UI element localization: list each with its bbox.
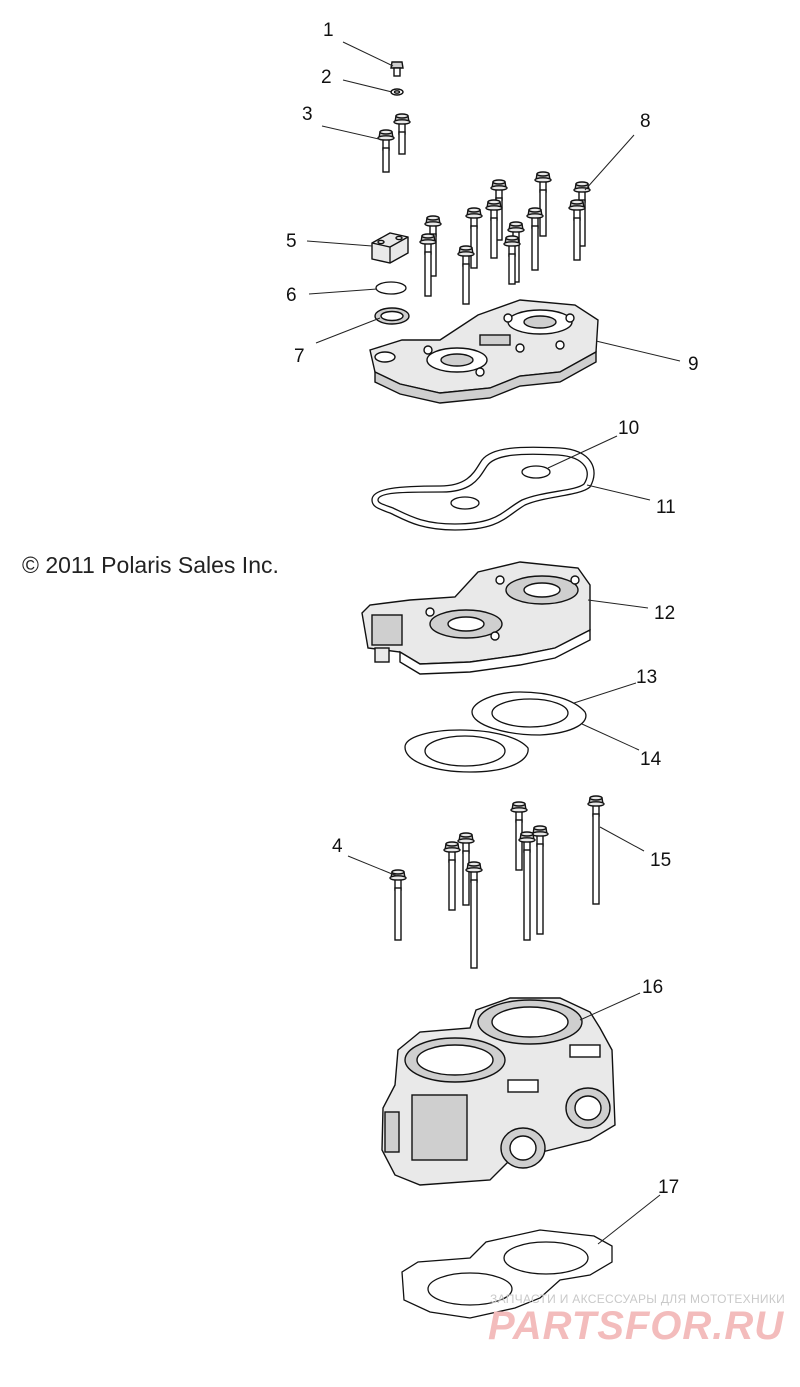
callout-7: 7 [294, 346, 305, 367]
part-2-washer [390, 88, 404, 96]
callout-14: 14 [640, 749, 662, 770]
callout-numbers: 1 2 3 4 5 6 7 8 9 10 11 12 13 14 15 16 1… [286, 20, 699, 1198]
callout-6: 6 [286, 285, 297, 306]
callout-16: 16 [642, 977, 663, 998]
part-4-bolt [389, 869, 407, 941]
part-3-bolts [377, 113, 411, 173]
watermark-caption: ЗАПЧАСТИ И АКСЕССУАРЫ ДЛЯ МОТОТЕХНИКИ [490, 1292, 786, 1306]
callout-11: 11 [656, 497, 676, 518]
watermark-logo: PARTSFOR.RU [488, 1304, 785, 1348]
part-13-gasket [471, 691, 587, 736]
callout-10: 10 [618, 418, 639, 439]
leader-lines [306, 41, 681, 1245]
part-7-seal-ring [374, 307, 410, 325]
part-10-o-rings [450, 465, 551, 510]
part-17-base-gasket [401, 1229, 613, 1319]
part-12-cylinder-head [361, 561, 591, 675]
callout-1: 1 [323, 20, 334, 41]
part-1-screw [390, 61, 404, 77]
callout-3: 3 [302, 104, 313, 125]
callout-15: 15 [650, 850, 671, 871]
callout-2: 2 [321, 67, 332, 88]
callout-13: 13 [636, 667, 657, 688]
part-11-head-gasket [371, 446, 595, 531]
callout-4: 4 [332, 836, 343, 857]
callout-8: 8 [640, 111, 651, 132]
part-6-o-ring [375, 281, 407, 295]
part-5-cover-plate [371, 232, 409, 264]
callout-5: 5 [286, 231, 297, 252]
part-14-gasket [404, 729, 529, 773]
callout-17: 17 [658, 1177, 679, 1198]
part-15-cylinder-bolts [443, 795, 605, 969]
part-16-cylinder-block [381, 997, 616, 1186]
callout-12: 12 [654, 603, 675, 624]
copyright-notice: © 2011 Polaris Sales Inc. [22, 552, 279, 578]
callout-9: 9 [688, 354, 699, 375]
part-8-head-bolts [419, 171, 591, 305]
part-9-head-cover [369, 299, 599, 404]
